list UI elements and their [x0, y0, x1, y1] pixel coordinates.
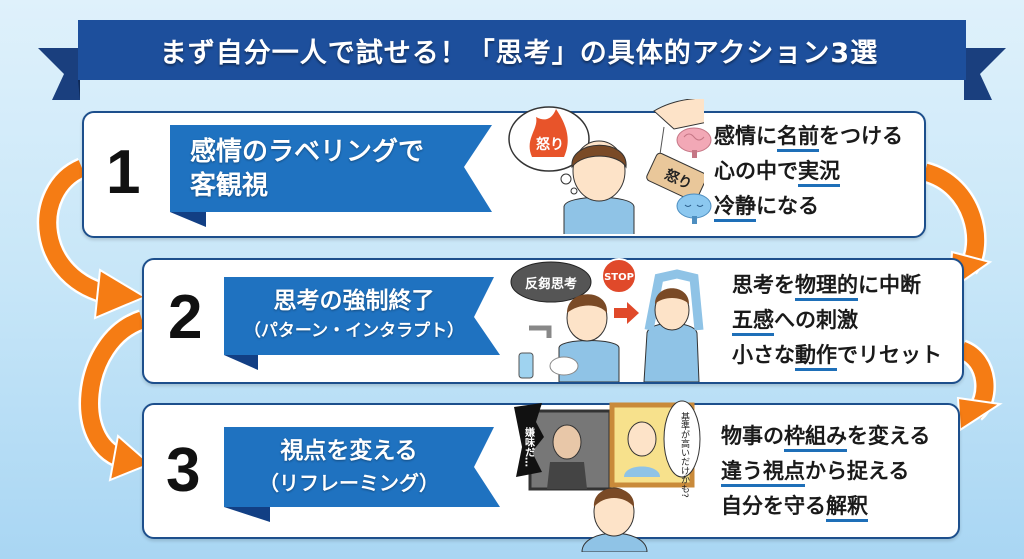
- action-card-3: 3 視点を変える （リフレーミング） 嫌味だ… 基準が高いだけかも? 物事の枠組…: [142, 400, 960, 552]
- card-heading-ribbon: 視点を変える （リフレーミング）: [224, 427, 500, 532]
- card-heading-line: （パターン・インタラプト）: [243, 321, 465, 341]
- card-heading-line: 視点を変える: [280, 438, 418, 464]
- point-line: 物事の枠組みを変える: [721, 419, 930, 454]
- brain-icon: [676, 127, 712, 158]
- fire-icon: [529, 109, 568, 157]
- stop-sign-icon: [601, 258, 637, 294]
- card-heading-ribbon: 思考の強制終了 （パターン・インタラプト）: [224, 277, 500, 377]
- card-heading-line: 思考の強制終了: [273, 288, 435, 314]
- point-line: 小さな動作でリセット: [732, 338, 942, 373]
- arrow-2-to-3: [81, 311, 146, 469]
- point-text: 感情に: [714, 124, 777, 148]
- card-heading-line: （リフレーミング）: [259, 471, 439, 495]
- point-text: から捉える: [805, 459, 910, 483]
- rumination-label: 反芻思考: [525, 276, 577, 292]
- card-number: 3: [166, 436, 201, 505]
- card-points: 思考を物理的に中断 五感への刺激 小さな動作でリセット: [732, 268, 942, 373]
- point-text: でリセット: [837, 343, 942, 367]
- underlined-keyword: 名前: [777, 124, 819, 152]
- point-line: 五感への刺激: [732, 303, 942, 338]
- stop-sign-label: STOP: [604, 272, 634, 283]
- card-number: 2: [168, 283, 203, 352]
- soap-bottle-icon: [518, 352, 534, 379]
- point-text: をつける: [819, 124, 903, 148]
- point-text: 自分を守る: [721, 494, 826, 518]
- card-heading-ribbon: 感情のラベリングで 客観視: [170, 125, 492, 235]
- point-text: に中断: [858, 273, 921, 297]
- arrow-1-to-2: [39, 160, 114, 304]
- underlined-keyword: 五感: [732, 308, 774, 336]
- point-text: を変える: [847, 424, 931, 448]
- title-banner: [38, 20, 1006, 100]
- thought-anger-label: 怒り: [536, 136, 564, 153]
- calm-brain-icon: [676, 193, 712, 224]
- point-text: になる: [756, 194, 819, 218]
- reframing-illustration: 嫌味だ… 基準が高いだけかも?: [514, 400, 701, 552]
- page-title: まず自分一人で試せる！「思考」の具体的アクション3選: [159, 37, 879, 69]
- underlined-keyword: 枠組み: [784, 424, 847, 452]
- faucet-icon: [529, 325, 552, 338]
- underlined-keyword: 物理的: [795, 273, 858, 301]
- card-number: 1: [106, 138, 141, 207]
- point-line: 違う視点から捉える: [721, 454, 930, 489]
- point-line: 思考を物理的に中断: [732, 268, 942, 303]
- card-points: 物事の枠組みを変える 違う視点から捉える 自分を守る解釈: [721, 419, 930, 524]
- underlined-keyword: 違う視点: [721, 459, 805, 487]
- underlined-keyword: 冷静: [714, 194, 756, 222]
- point-text: 心の中で: [714, 159, 798, 183]
- underlined-keyword: 実況: [798, 159, 840, 187]
- underlined-keyword: 解釈: [826, 494, 868, 522]
- point-line: 感情に名前をつける: [714, 119, 903, 154]
- arrow-right-icon: [614, 302, 639, 324]
- right-speech-bubble: 基準が高いだけかも?: [679, 411, 690, 498]
- pattern-interrupt-illustration: 反芻思考 STOP: [510, 258, 704, 382]
- point-line: 心の中で実況: [714, 154, 903, 189]
- card-heading-line: 感情のラベリングで: [190, 136, 425, 167]
- point-text: 小さな: [732, 343, 795, 367]
- action-card-2: 2 思考の強制終了 （パターン・インタラプト） 反芻思考 STOP 思考を物理的…: [142, 258, 964, 384]
- point-line: 自分を守る解釈: [721, 489, 930, 524]
- card-heading-line: 客観視: [190, 170, 269, 201]
- labeling-illustration: 怒り 怒り: [508, 99, 704, 234]
- point-text: への刺激: [774, 308, 858, 332]
- action-card-1: 1 感情のラベリングで 客観視 怒り 怒り 感情に名前をつける 心の中で実況 冷…: [82, 99, 926, 238]
- underlined-keyword: 動作: [795, 343, 837, 371]
- point-text: 物事の: [721, 424, 784, 448]
- point-line: 冷静になる: [714, 189, 903, 224]
- left-speech-bubble: 嫌味だ…: [523, 426, 536, 467]
- card-points: 感情に名前をつける 心の中で実況 冷静になる: [714, 119, 903, 224]
- point-text: 思考を: [732, 273, 795, 297]
